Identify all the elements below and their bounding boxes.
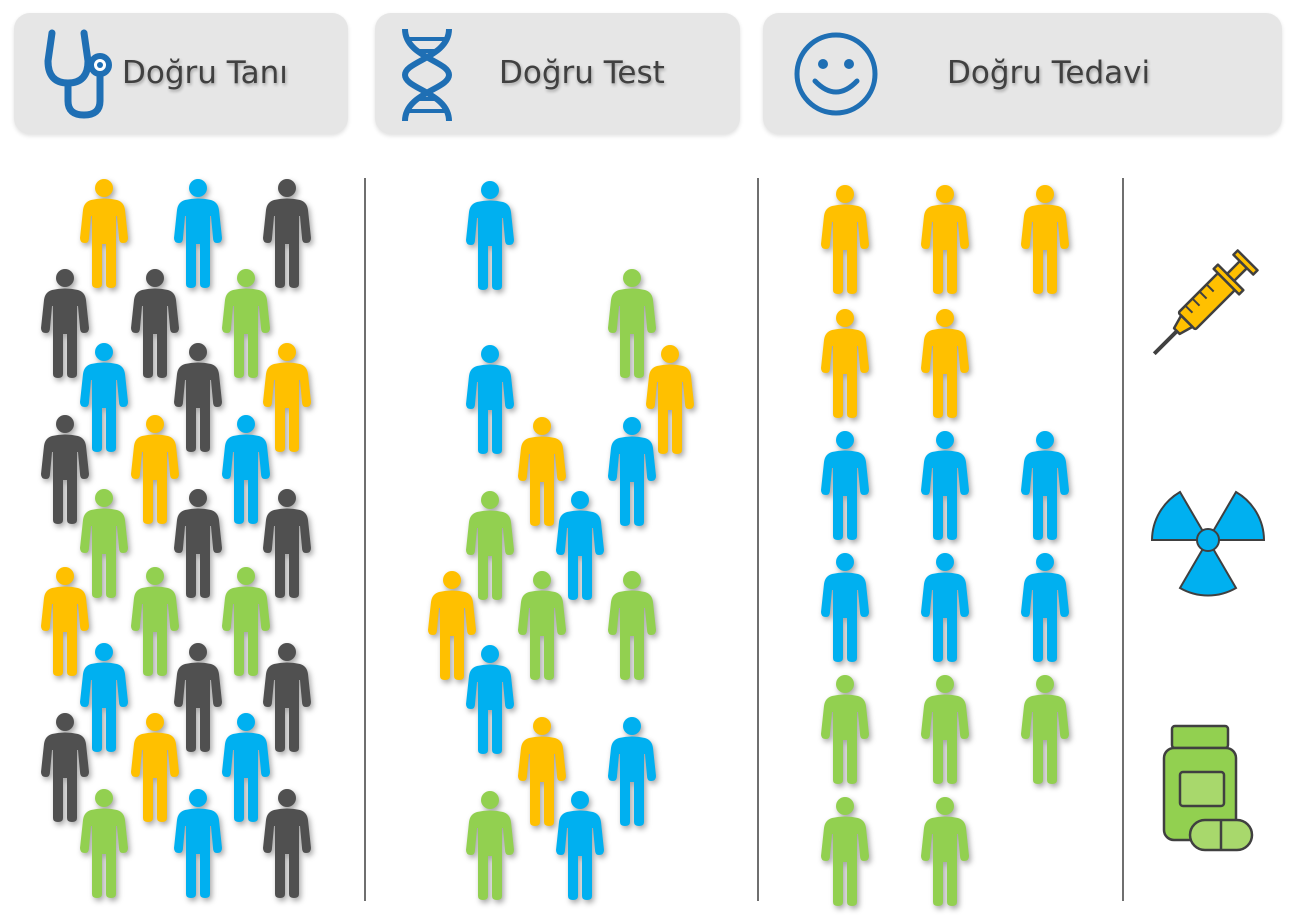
column-divider: [1122, 178, 1124, 901]
person-figure-blue: [221, 414, 271, 524]
person-figure-green: [820, 796, 870, 906]
person-figure-gray: [262, 488, 312, 598]
person-figure-blue: [820, 552, 870, 662]
person-figure-yellow: [920, 184, 970, 294]
person-figure-yellow: [40, 566, 90, 676]
person-figure-green: [607, 268, 657, 378]
person-figure-green: [920, 796, 970, 906]
person-figure-green: [920, 674, 970, 784]
person-figure-yellow: [517, 416, 567, 526]
person-figure-green: [130, 566, 180, 676]
person-figure-blue: [173, 178, 223, 288]
person-figure-blue: [221, 712, 271, 822]
person-figure-blue: [555, 490, 605, 600]
person-figure-gray: [262, 178, 312, 288]
person-figure-yellow: [820, 184, 870, 294]
column-divider: [757, 178, 759, 901]
person-figure-blue: [555, 790, 605, 900]
person-figure-blue: [1020, 430, 1070, 540]
column-divider: [364, 178, 366, 901]
radiation-icon: [1144, 484, 1272, 607]
person-figure-green: [79, 788, 129, 898]
person-figure-blue: [920, 430, 970, 540]
person-figure-blue: [920, 552, 970, 662]
person-figure-gray: [40, 414, 90, 524]
person-figure-yellow: [262, 342, 312, 452]
person-figure-yellow: [920, 308, 970, 418]
person-figure-green: [79, 488, 129, 598]
person-figure-yellow: [820, 308, 870, 418]
header-title: Doğru Tanı: [122, 55, 288, 91]
person-figure-green: [517, 570, 567, 680]
person-figure-green: [465, 490, 515, 600]
person-figure-blue: [1020, 552, 1070, 662]
pill-bottle-icon: [1160, 724, 1260, 861]
person-figure-blue: [820, 430, 870, 540]
person-figure-blue: [607, 416, 657, 526]
person-figure-blue: [79, 342, 129, 452]
person-figure-yellow: [130, 712, 180, 822]
person-figure-blue: [79, 642, 129, 752]
person-figure-blue: [607, 716, 657, 826]
syringe-icon: [1140, 232, 1276, 373]
person-figure-gray: [40, 712, 90, 822]
person-figure-yellow: [517, 716, 567, 826]
person-figure-green: [820, 674, 870, 784]
smiley-icon: [793, 31, 879, 122]
person-figure-yellow: [427, 570, 477, 680]
dna-icon: [399, 27, 455, 128]
person-figure-green: [221, 268, 271, 378]
person-figure-blue: [465, 180, 515, 290]
person-figure-yellow: [645, 344, 695, 454]
person-figure-yellow: [1020, 184, 1070, 294]
header-box-treatment: Doğru Tedavi: [763, 13, 1282, 134]
person-figure-blue: [465, 344, 515, 454]
person-figure-gray: [262, 642, 312, 752]
person-figure-blue: [465, 644, 515, 754]
header-box-diagnosis: Doğru Tanı: [14, 13, 348, 134]
person-figure-green: [221, 566, 271, 676]
header-title: Doğru Tedavi: [947, 55, 1151, 91]
person-figure-gray: [130, 268, 180, 378]
header-title: Doğru Test: [499, 55, 665, 91]
person-figure-yellow: [79, 178, 129, 288]
person-figure-gray: [173, 642, 223, 752]
person-figure-green: [607, 570, 657, 680]
person-figure-blue: [173, 788, 223, 898]
person-figure-gray: [262, 788, 312, 898]
person-figure-green: [1020, 674, 1070, 784]
stethoscope-icon: [38, 21, 128, 126]
person-figure-yellow: [130, 414, 180, 524]
person-figure-gray: [173, 342, 223, 452]
header-box-test: Doğru Test: [375, 13, 740, 134]
person-figure-gray: [173, 488, 223, 598]
person-figure-gray: [40, 268, 90, 378]
person-figure-green: [465, 790, 515, 900]
